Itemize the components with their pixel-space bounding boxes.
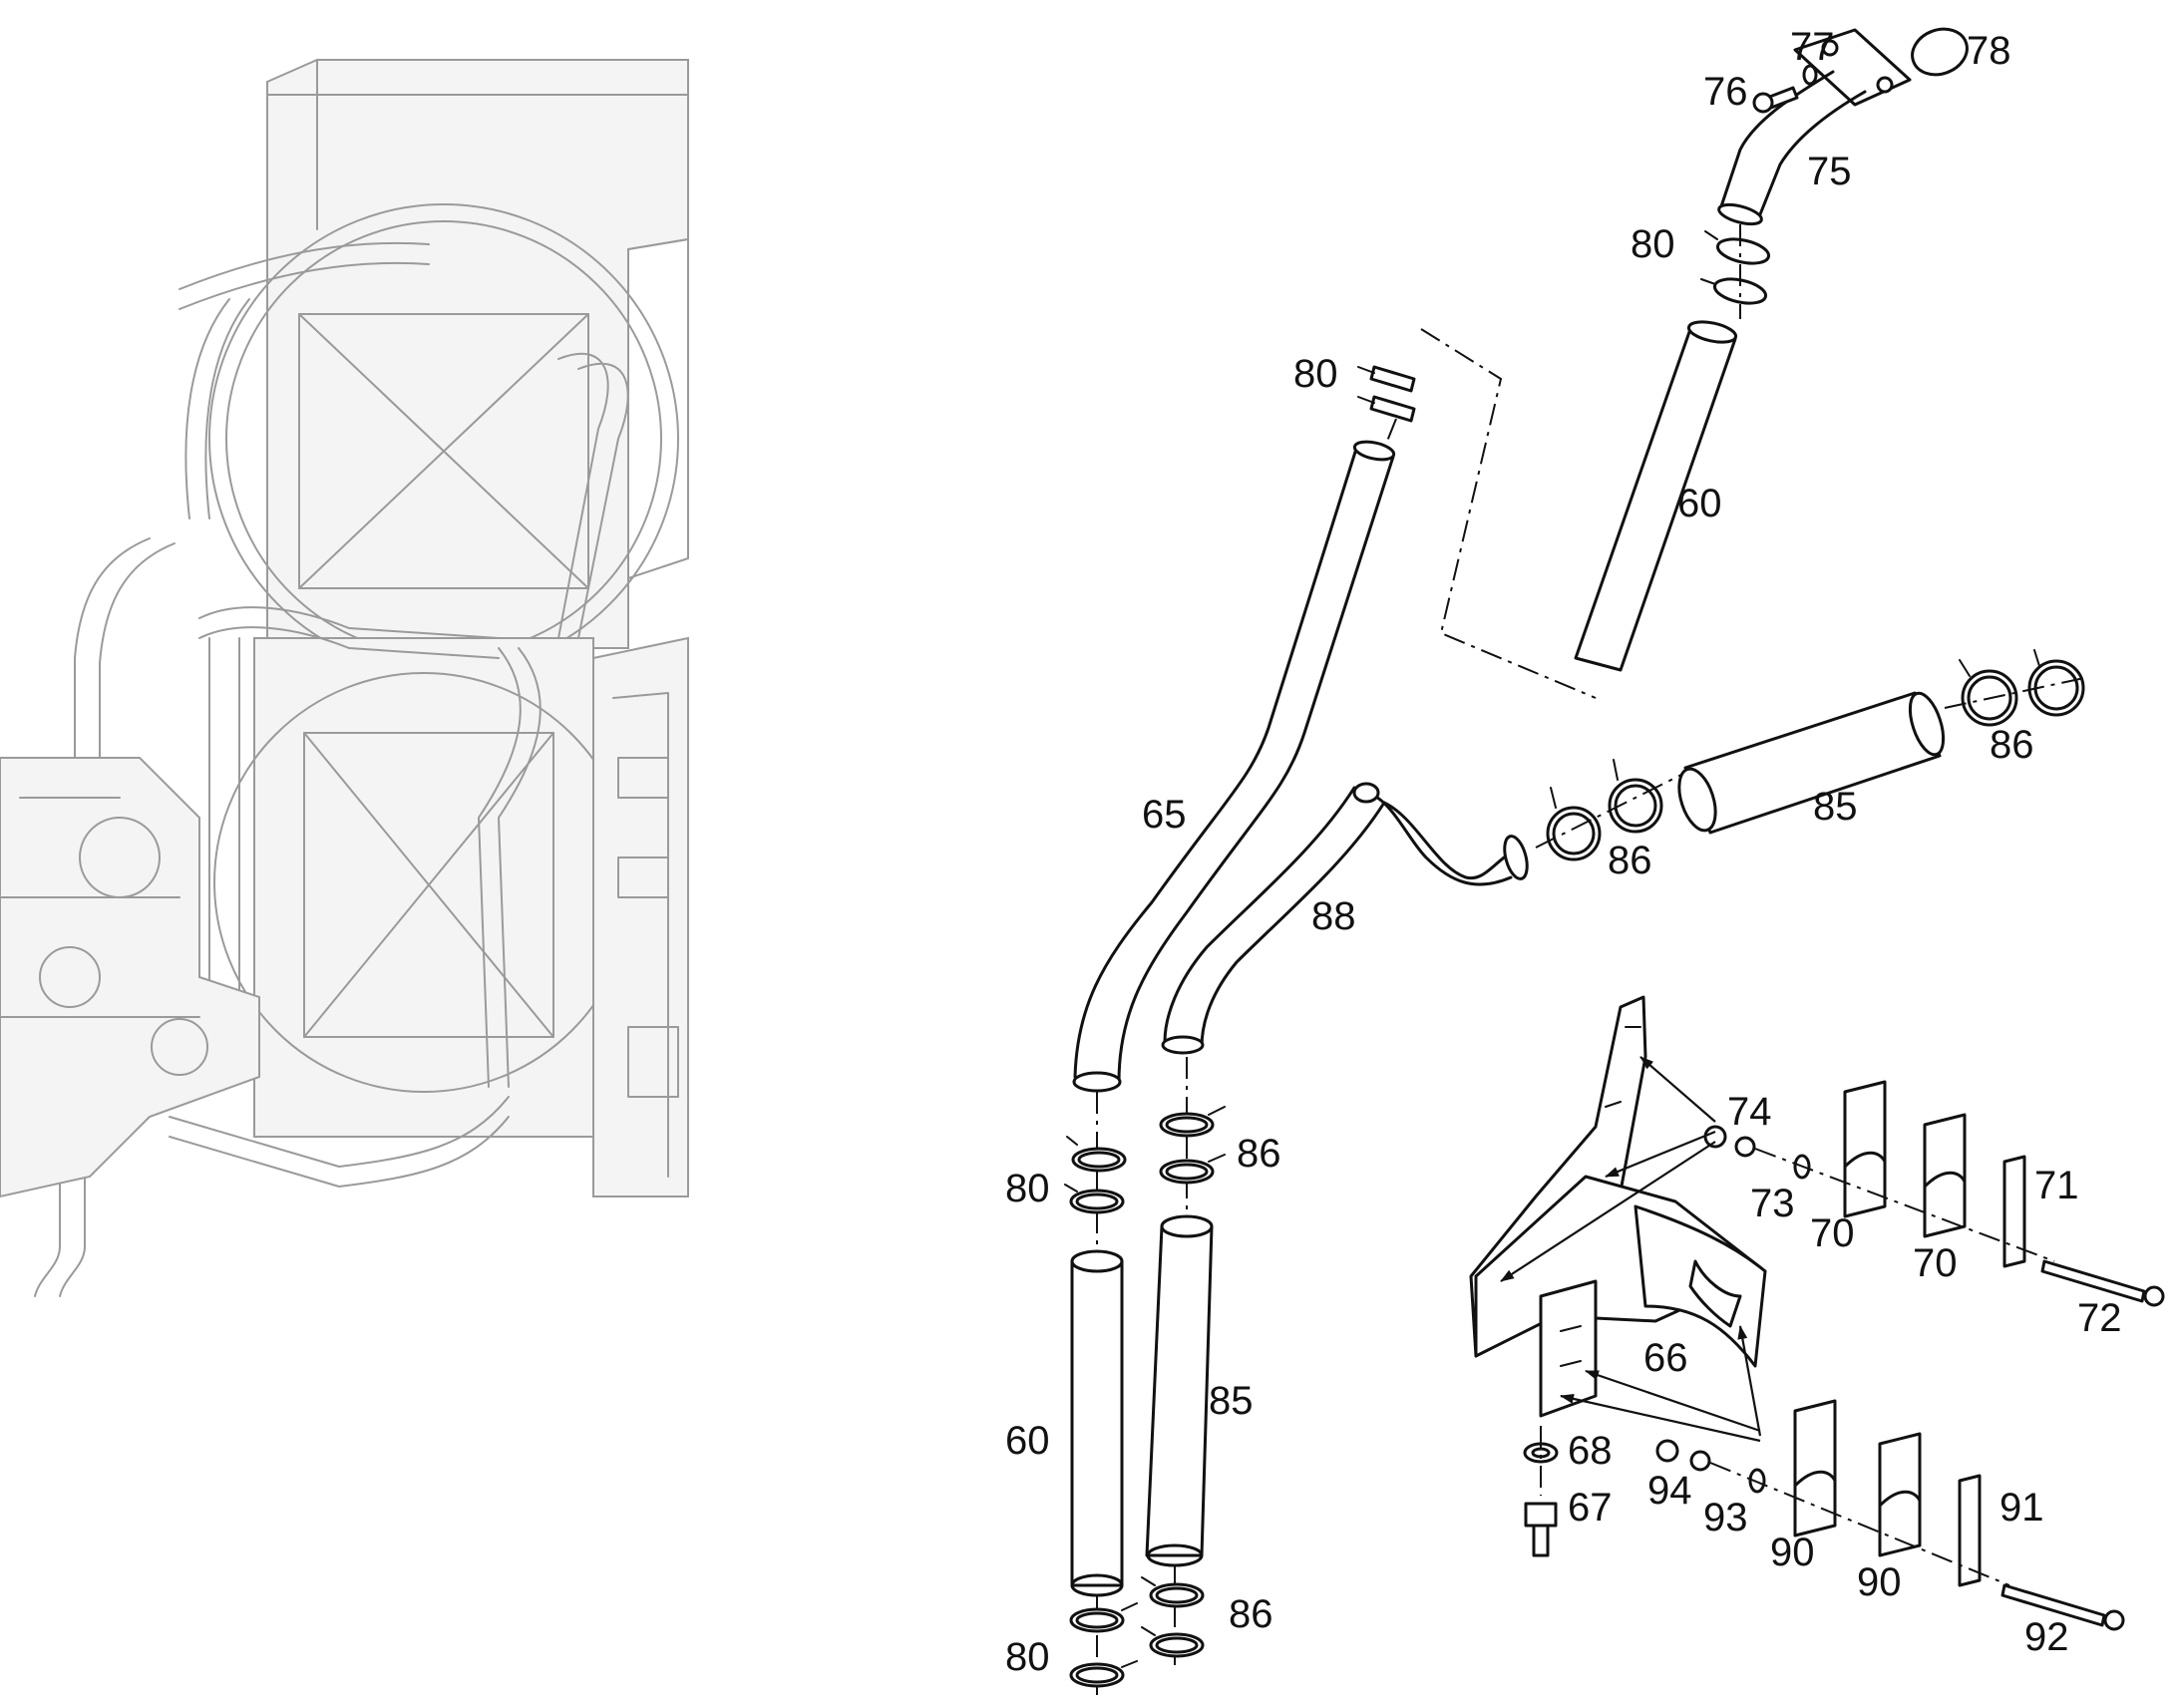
side-frame-rail (592, 636, 689, 1197)
lower-clamp-stack (1064, 1057, 1226, 1261)
callout-86-lower-bottom: 86 (1229, 1592, 1273, 1636)
pipe-75-assembly (1700, 27, 1969, 319)
assembly-hose-left (184, 298, 250, 519)
callout-66: 66 (1643, 1336, 1688, 1380)
pipe-65 (1072, 440, 1396, 1093)
callout-90-b: 90 (1857, 1560, 1902, 1604)
callout-85-upper: 85 (1813, 785, 1858, 829)
callout-80-lower-upper: 80 (1005, 1167, 1050, 1210)
callout-76: 76 (1703, 70, 1748, 114)
o-ring-78 (1911, 27, 1969, 77)
pipe-88 (1161, 782, 1529, 1055)
callout-78: 78 (1967, 29, 2011, 73)
callout-60-lower: 60 (1005, 1419, 1050, 1463)
callout-60-upper: 60 (1677, 482, 1722, 525)
clamp-80-top-b (1712, 277, 1768, 305)
washer-77 (1802, 64, 1818, 86)
hose-60-upper (1420, 320, 1738, 699)
callout-65: 65 (1142, 793, 1187, 837)
callout-93: 93 (1703, 1496, 1748, 1539)
callout-71: 71 (2034, 1164, 2079, 1207)
hardware-upper-row (1703, 1080, 2165, 1307)
pipe-75 (1718, 70, 1835, 211)
callout-80-lower-bottom: 80 (1005, 1635, 1050, 1679)
callout-73: 73 (1750, 1182, 1795, 1225)
callout-68: 68 (1568, 1429, 1613, 1473)
callout-86-middle: 86 (1608, 839, 1652, 882)
lower-clamps-bottom (1069, 1565, 1205, 1695)
callout-labels: 77 78 76 75 80 80 60 86 85 65 86 88 74 8… (1005, 25, 2122, 1679)
callout-85-lower: 85 (1209, 1379, 1254, 1423)
hose-85-upper (1677, 691, 1946, 835)
callout-92: 92 (2024, 1615, 2069, 1659)
callout-74: 74 (1727, 1090, 1772, 1134)
callout-86-right: 86 (1990, 723, 2034, 767)
engine-block (0, 757, 260, 1198)
callout-88: 88 (1311, 894, 1356, 938)
hose-60-lower (1070, 1249, 1124, 1597)
bolt-67-washer-68 (1523, 1426, 1559, 1557)
callout-75: 75 (1807, 150, 1852, 193)
callout-94: 94 (1647, 1469, 1692, 1513)
mounting-bracket-66 (1469, 995, 1767, 1418)
clamp-80-top-a (1715, 237, 1771, 265)
callout-80-upper-left: 80 (1293, 352, 1338, 396)
callout-86-lower-upper: 86 (1237, 1132, 1281, 1176)
hardware-lower-row (1655, 1399, 2125, 1631)
callout-70-b: 70 (1913, 1241, 1958, 1285)
leader-arrows (1500, 1056, 1762, 1443)
clamps-86-middle (1535, 759, 1696, 861)
callout-80-top: 80 (1631, 222, 1675, 266)
callout-72: 72 (2077, 1296, 2122, 1340)
clamps-80-upper-left (1357, 365, 1416, 445)
callout-67: 67 (1568, 1486, 1613, 1530)
callout-77: 77 (1790, 25, 1835, 69)
callout-70-a: 70 (1810, 1211, 1855, 1255)
callout-91: 91 (1999, 1486, 2044, 1530)
callout-90-a: 90 (1770, 1531, 1815, 1574)
radiator-assembly-context (0, 59, 689, 1297)
hose-85-lower (1145, 1214, 1214, 1567)
clamps-86-right (1944, 649, 2085, 727)
